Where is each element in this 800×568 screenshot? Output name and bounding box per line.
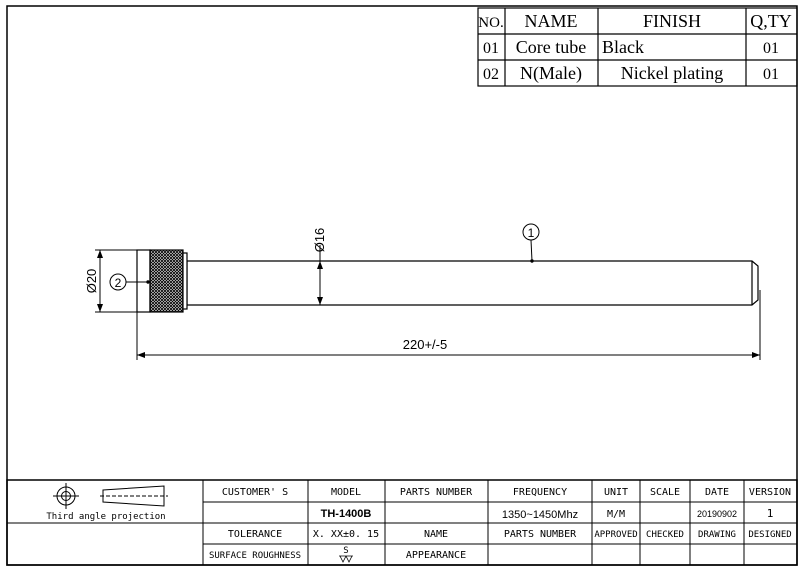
label-scale: SCALE (650, 487, 680, 498)
label-drawing: DRAWING (698, 530, 736, 540)
row2-no: 02 (483, 66, 499, 83)
parts-table (477, 7, 798, 87)
row1-finish: Black (602, 37, 644, 57)
row1-name: Core tube (516, 37, 586, 57)
row2-qty: 01 (763, 66, 779, 83)
dim-diameter-20: Ø20 (84, 269, 99, 294)
label-checked: CHECKED (646, 530, 684, 540)
dim-diameter-16: Ø16 (312, 228, 327, 253)
label-approved: APPROVED (594, 530, 637, 540)
title-block (6, 479, 798, 566)
label-appearance: APPEARANCE (406, 550, 466, 561)
header-name: NAME (525, 11, 578, 31)
header-no: NO. (478, 15, 503, 31)
value-unit: M/M (607, 509, 625, 520)
header-finish: FINISH (643, 11, 701, 31)
label-name: NAME (424, 529, 448, 540)
label-tolerance: TOLERANCE (228, 529, 282, 540)
label-frequency: FREQUENCY (513, 487, 567, 498)
surface-roughness-symbol: S (343, 546, 348, 556)
roughness-triangles-icon (339, 555, 353, 563)
label-model: MODEL (331, 487, 361, 498)
third-angle-projection-icon (53, 483, 168, 509)
row1-qty: 01 (763, 40, 779, 57)
row2-name: N(Male) (520, 63, 582, 84)
balloon-1-label: 1 (528, 226, 535, 240)
label-designed: DESIGNED (748, 530, 791, 540)
value-frequency: 1350~1450Mhz (502, 509, 578, 521)
value-model: TH-1400B (321, 508, 372, 520)
label-customer: CUSTOMER' S (222, 487, 288, 498)
label-date: DATE (705, 487, 729, 498)
projection-label: Third angle projection (46, 512, 165, 522)
label-version: VERSION (749, 487, 791, 498)
value-version: 1 (767, 507, 774, 520)
balloon-2 (109, 273, 127, 291)
row1-no: 01 (483, 40, 499, 57)
value-date: 20190902 (697, 509, 737, 519)
balloon-1 (522, 223, 540, 241)
dimensions (95, 223, 761, 360)
label-parts-number-2: PARTS NUMBER (504, 529, 577, 540)
connector-knurl (149, 249, 184, 313)
balloon-2-label: 2 (115, 276, 122, 290)
value-tolerance: X. XX±0. 15 (313, 529, 379, 540)
label-parts-number: PARTS NUMBER (400, 487, 473, 498)
header-qty: Q,TY (750, 11, 792, 31)
label-unit: UNIT (604, 487, 628, 498)
dim-length: 220+/-5 (403, 337, 447, 352)
label-surface-roughness: SURFACE ROUGHNESS (209, 551, 301, 561)
antenna-part (136, 249, 759, 313)
core-tube (186, 260, 759, 306)
row2-finish: Nickel plating (621, 63, 723, 83)
